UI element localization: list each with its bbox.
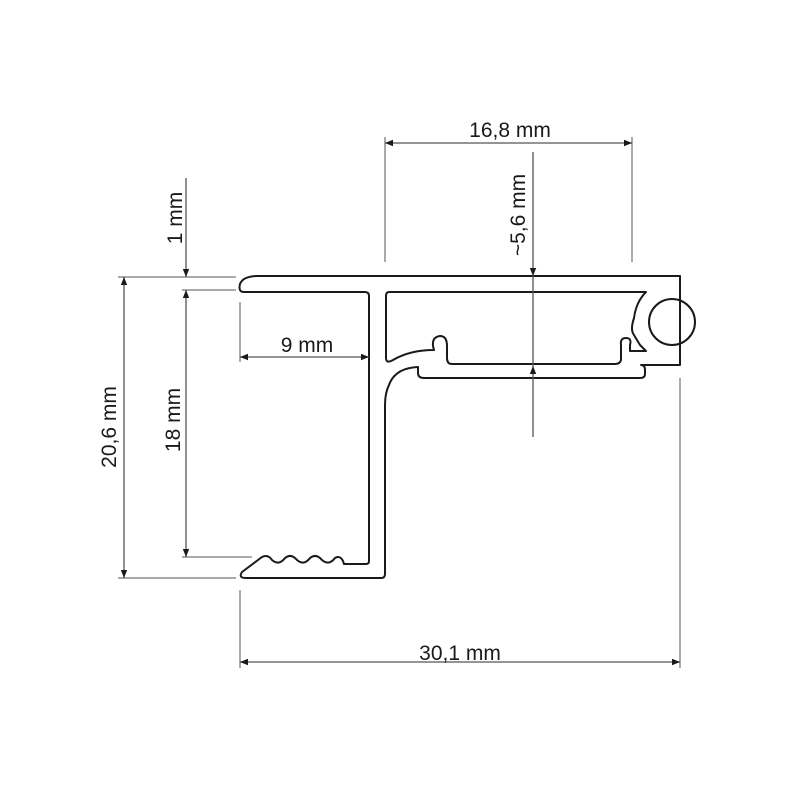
seal-cord (648, 298, 696, 346)
dimension-label-nose-thickness: 1 mm (164, 192, 187, 245)
dimension-label-total-width: 30,1 mm (419, 642, 501, 665)
dimension-nose-thickness: 1 mm (164, 178, 236, 291)
aluminium-profile (238, 275, 696, 579)
dimension-step-height: 18 mm (162, 290, 252, 558)
dimension-label-channel-depth: ~5,6 mm (507, 174, 530, 256)
dimension-label-top-width: 16,8 mm (469, 119, 551, 142)
dimension-label-total-height: 20,6 mm (98, 386, 121, 468)
dimension-step-depth: 9 mm (239, 302, 369, 362)
profile-cavity (385, 291, 647, 365)
dimension-top-width: 16,8 mm (384, 119, 633, 262)
dimension-label-step-height: 18 mm (162, 388, 185, 452)
dimension-label-step-depth: 9 mm (281, 334, 334, 357)
dimension-total-height: 20,6 mm (98, 276, 236, 579)
profile-outer-contour (238, 275, 681, 579)
dimension-channel-depth: ~5,6 mm (507, 152, 537, 437)
dimension-total-width: 30,1 mm (239, 378, 681, 668)
